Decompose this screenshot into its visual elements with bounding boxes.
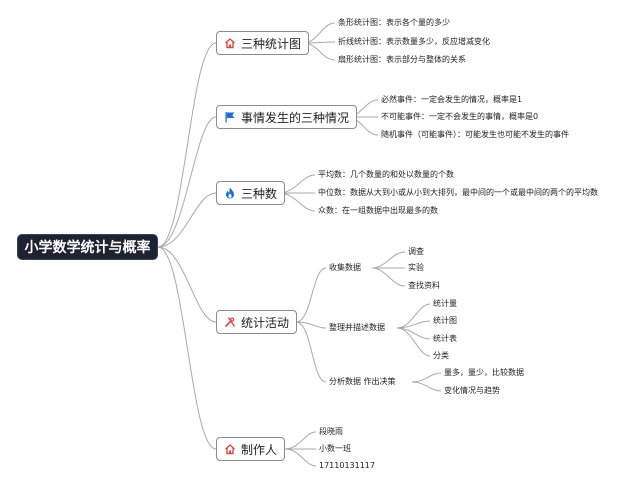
leaf-item: 不可能事件：一定不会发生的事情，概率是0 (381, 112, 539, 121)
leaf-item: 分类 (433, 351, 449, 360)
leaf-item: 中位数：数据从大到小或从小到大排列，最中间的一个或最中间的两个的平均数 (318, 188, 598, 197)
branch-label: 事情发生的三种情况 (241, 110, 350, 125)
leaf-item: 统计表 (433, 334, 457, 343)
leaf-item: 条形统计图：表示各个量的多少 (338, 18, 450, 27)
branch-label: 三种统计图 (241, 36, 302, 51)
tools-icon (224, 316, 236, 328)
leaf-item: 必然事件：一定会发生的情况，概率是1 (381, 95, 523, 104)
root-topic-label: 小学数学统计与概率 (24, 240, 151, 256)
leaf-item: 17110131117 (319, 461, 375, 470)
root-topic[interactable]: 小学数学统计与概率 (17, 234, 158, 260)
fire-icon (224, 187, 236, 199)
group-organize-data: 整理并描述数据 (329, 323, 385, 332)
group-analyze-data: 分析数据 作出决策 (329, 377, 396, 386)
home-icon (224, 37, 236, 49)
home-icon (224, 443, 236, 455)
branch-authors[interactable]: 制作人 (216, 437, 286, 461)
leaf-item: 量多，量少，比较数据 (444, 368, 524, 377)
flag-icon (224, 111, 236, 123)
leaf-item: 统计图 (433, 316, 457, 325)
branch-label: 三种数 (241, 186, 278, 201)
branch-three-averages[interactable]: 三种数 (216, 181, 286, 205)
leaf-item: 变化情况与趋势 (444, 386, 500, 395)
leaf-item: 众数：在一组数据中出现最多的数 (318, 206, 438, 215)
leaf-item: 小数一班 (319, 444, 351, 453)
group-collect-data: 收集数据 (329, 263, 361, 272)
branch-three-charts[interactable]: 三种统计图 (216, 31, 310, 55)
leaf-item: 实验 (408, 263, 424, 272)
branch-three-event-types[interactable]: 事情发生的三种情况 (216, 105, 358, 129)
leaf-item: 折线统计图：表示数量多少，反应增减变化 (338, 37, 490, 46)
leaf-item: 随机事件（可能事件）：可能发生也可能不发生的事件 (381, 130, 569, 139)
leaf-item: 查找资料 (408, 281, 440, 290)
leaf-item: 调查 (408, 247, 424, 256)
leaf-item: 段晓雨 (319, 427, 343, 436)
branch-label: 制作人 (241, 442, 278, 457)
leaf-item: 平均数：几个数量的和处以数量的个数 (318, 170, 454, 179)
branch-statistics-activities[interactable]: 统计活动 (216, 310, 298, 334)
branch-label: 统计活动 (241, 315, 290, 330)
leaf-item: 统计量 (433, 299, 457, 308)
leaf-item: 扇形统计图：表示部分与整体的关系 (338, 55, 466, 64)
